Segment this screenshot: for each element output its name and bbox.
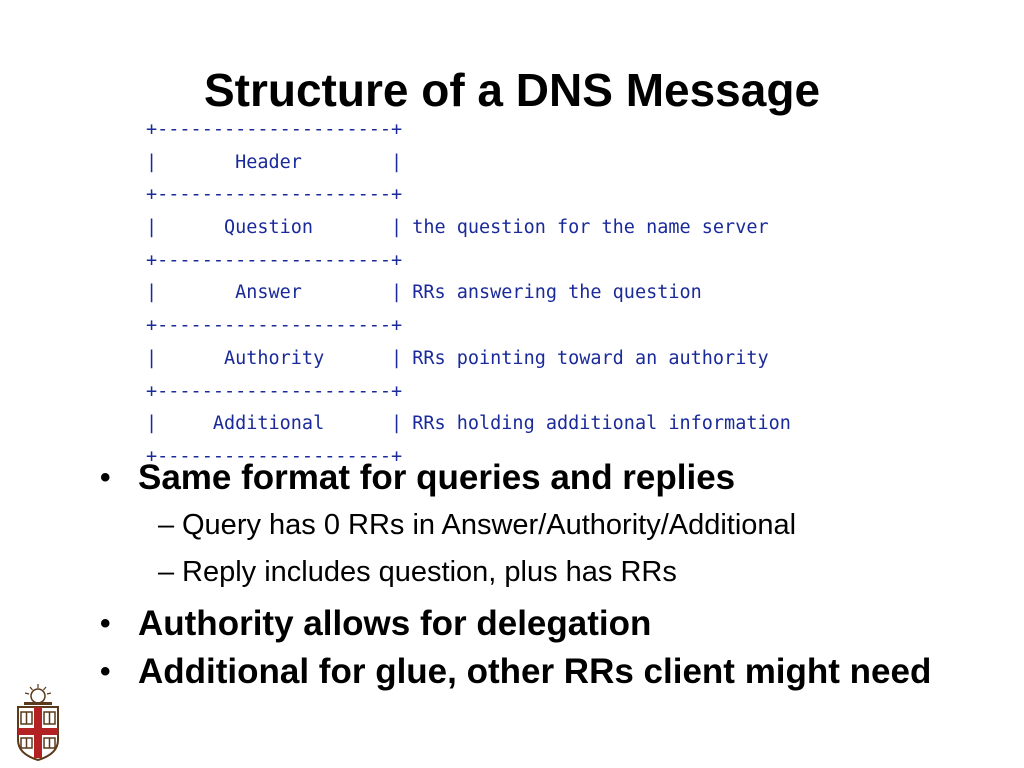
bullet-item: • Additional for glue, other RRs client m… [96,652,976,692]
sun-crest-icon [24,684,52,705]
diagram-border: +---------------------+ [146,249,403,271]
bullet-item: • Authority allows for delegation [96,604,976,644]
diagram-section-authority: | Authority | RRs pointing toward an auth… [146,343,791,376]
diagram-section-description: RRs answering the question [412,282,702,304]
diagram-section-answer: | Answer | RRs answering the question [146,277,791,310]
slide-title: Structure of a DNS Message [203,64,821,116]
sub-bullet-text: Reply includes question, plus has RRs [182,556,677,588]
diagram-border: +---------------------+ [146,184,403,206]
bullet-text: Authority allows for delegation [138,604,652,643]
sub-bullet-list: –Query has 0 RRs in Answer/Authority/Add… [138,502,976,596]
dash-icon: – [158,509,175,541]
bullet-icon: • [100,461,111,494]
bullet-icon: • [100,655,111,688]
diagram-section-box: | Answer | [146,282,403,304]
bullet-item: • Same format for queries and replies –Que… [96,458,976,596]
sub-bullet-item: –Reply includes question, plus has RRs [138,549,976,596]
diagram-section-box: | Question | [146,217,403,239]
diagram-border: +---------------------+ [146,445,403,467]
dns-message-diagram: +---------------------+ | Header | +------… [146,114,791,474]
dash-icon: – [158,556,175,588]
bullet-list: • Same format for queries and replies –Que… [96,458,976,692]
bullet-text: Additional for glue, other RRs client mi… [138,652,932,691]
diagram-border: +---------------------+ [146,380,403,402]
bullet-icon: • [100,607,111,640]
diagram-border: +---------------------+ [146,119,403,140]
sub-bullet-text: Query has 0 RRs in Answer/Authority/Addi… [182,509,797,541]
diagram-section-additional: | Additional | RRs holding additional inf… [146,408,791,441]
diagram-section-description: RRs pointing toward an authority [412,347,769,369]
diagram-border: +---------------------+ [146,315,403,337]
diagram-section-description: RRs holding additional information [412,413,791,435]
bullet-text: Same format for queries and replies [138,458,736,497]
diagram-section-description: the question for the name server [412,217,769,239]
diagram-section-box: | Additional | [146,413,403,435]
diagram-section-header: | Header | [146,147,791,180]
diagram-section-box: | Header | [146,151,403,173]
sub-bullet-item: –Query has 0 RRs in Answer/Authority/Add… [138,502,976,549]
diagram-section-question: | Question | the question for the name se… [146,212,791,245]
diagram-section-box: | Authority | [146,347,403,369]
university-shield-logo [17,684,59,762]
